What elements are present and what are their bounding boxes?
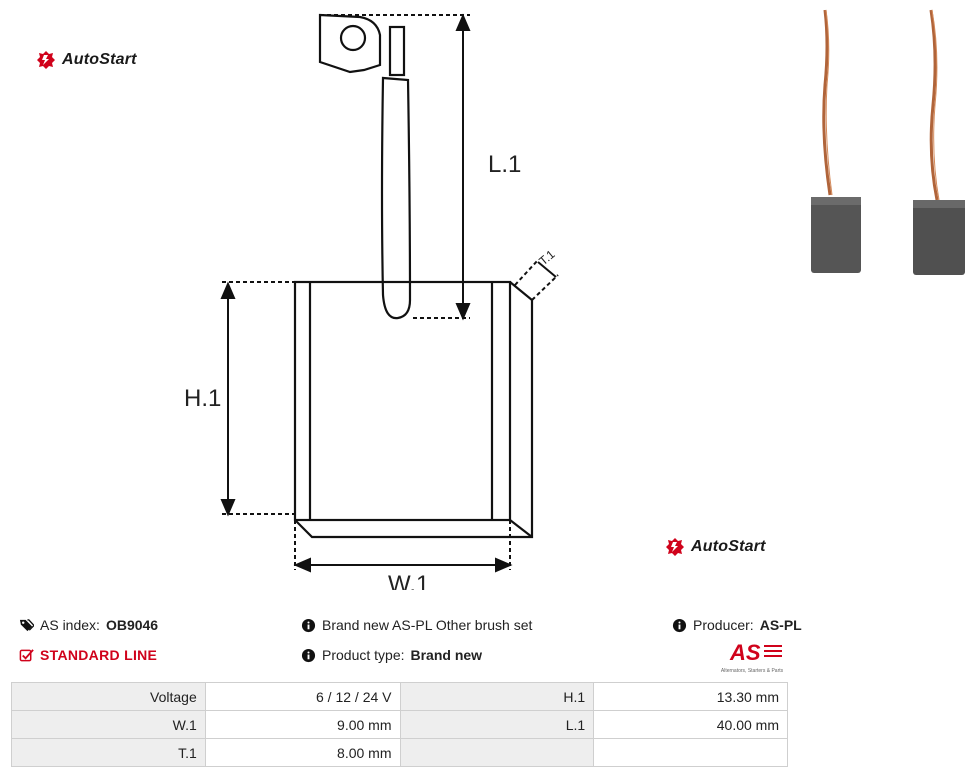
spec-key: Voltage [11, 682, 206, 711]
as-index-label: AS index: [40, 617, 100, 633]
as-index: AS index: OB9046 [19, 617, 158, 633]
logo-text: AutoStart [691, 538, 766, 555]
product-photo [811, 9, 965, 275]
spec-key: W.1 [11, 710, 206, 739]
producer-label: Producer: [693, 617, 754, 633]
autostart-logo-icon [666, 538, 684, 556]
product-type-label: Product type: [322, 647, 405, 663]
label-l1: L.1 [488, 151, 521, 178]
tags-icon [19, 618, 34, 631]
autostart-logo-secondary: AutoStart [665, 537, 766, 557]
product-type-row: Product type: Brand new [301, 647, 482, 663]
lead-wire [380, 76, 412, 320]
specs-table: Voltage 6 / 12 / 24 V H.1 13.30 mm W.1 9… [11, 682, 788, 767]
product-type-value: Brand new [410, 647, 483, 663]
standard-line-text: STANDARD LINE [40, 647, 158, 663]
terminal-shape [318, 13, 382, 74]
autostart-logo-icon [37, 51, 55, 69]
table-row: W.1 9.00 mm L.1 40.00 mm [11, 710, 788, 739]
as-index-value: OB9046 [105, 617, 159, 633]
producer-row: Producer: AS-PL [672, 617, 802, 633]
producer-logo-sub: Alternators, Starters & Parts [720, 668, 784, 674]
spec-value: 6 / 12 / 24 V [204, 682, 401, 711]
description-text: Brand new AS-PL Other brush set [322, 617, 533, 633]
standard-line-badge: STANDARD LINE [19, 647, 157, 663]
logo-text: AutoStart [62, 51, 137, 68]
spec-value: 13.30 mm [593, 682, 788, 711]
producer-logo: AS Alternators, Starters & Parts [716, 640, 788, 674]
spec-key: L.1 [399, 710, 595, 739]
autostart-logo: AutoStart [36, 50, 137, 70]
label-h1: H.1 [184, 385, 221, 412]
table-row: Voltage 6 / 12 / 24 V H.1 13.30 mm [11, 682, 788, 711]
info-icon [672, 618, 687, 632]
spec-key: H.1 [399, 682, 595, 711]
spec-key [399, 738, 595, 767]
info-icon [301, 618, 316, 632]
spec-value [593, 738, 788, 767]
producer-logo-text: AS [729, 641, 761, 663]
info-icon [301, 648, 316, 662]
check-square-icon [19, 648, 34, 661]
spec-value: 9.00 mm [204, 710, 401, 739]
label-w1: W.1 [388, 571, 429, 590]
spec-value: 40.00 mm [593, 710, 788, 739]
spec-key: T.1 [11, 738, 206, 767]
spec-value: 8.00 mm [204, 738, 401, 767]
table-row: T.1 8.00 mm [11, 738, 788, 767]
as-pl-logo-mark: AS [729, 640, 782, 665]
dimension-diagram: L.1 H.1 W.1 T.1 [184, 13, 559, 590]
brush-block [293, 280, 512, 522]
producer-value: AS-PL [759, 617, 802, 633]
label-t1: T.1 [536, 247, 558, 268]
description-row: Brand new AS-PL Other brush set [301, 617, 532, 633]
